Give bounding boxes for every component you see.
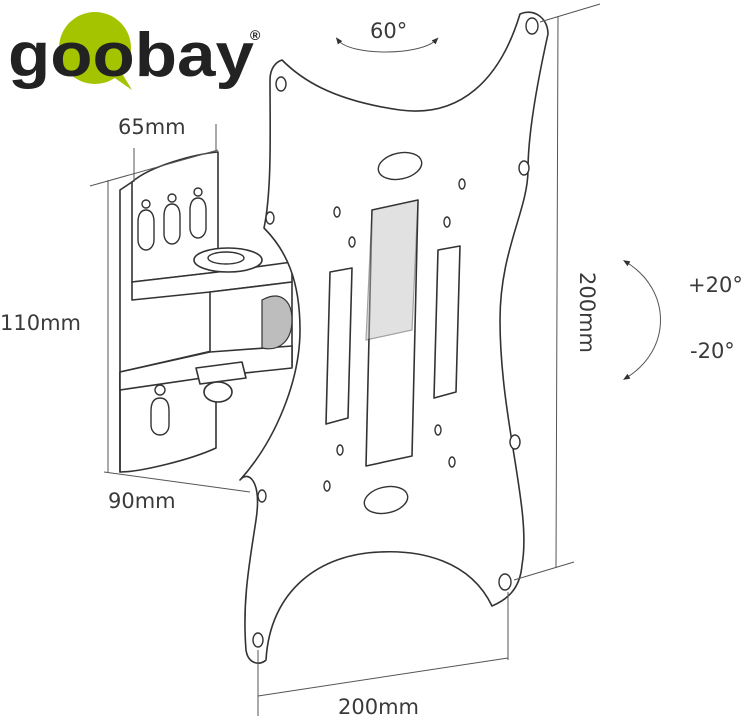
center-channel — [365, 199, 419, 467]
logo-registered-mark: ® — [250, 27, 261, 43]
plate-width-label: 200mm — [338, 695, 419, 719]
plate-height-label: 200mm — [575, 272, 599, 353]
tilt-up-label: +20° — [688, 273, 743, 297]
right-slot — [433, 245, 461, 399]
logo-bubble-tail — [112, 70, 132, 90]
tilt-arrow — [623, 260, 661, 380]
pivot-top-inner — [207, 251, 245, 265]
pivot-bolt — [195, 361, 247, 385]
center-channel-shade — [365, 199, 419, 341]
dimension-lines — [89, 3, 601, 716]
pivot-joint — [261, 295, 293, 350]
swivel-arrow — [335, 37, 439, 53]
upper-keyhole-slots — [137, 187, 207, 251]
bracket-width-label: 65mm — [118, 115, 186, 139]
dim-65-line — [89, 149, 219, 187]
tilt-down-label: -20° — [690, 339, 735, 363]
logo-bubble — [59, 12, 131, 84]
lower-keyhole-slot — [150, 384, 170, 436]
dim-200-v-ext-bottom — [513, 561, 575, 581]
oval-cutout-top — [377, 151, 423, 181]
dim-200-h-line — [257, 657, 509, 697]
logo-wordmark: goobay — [8, 21, 255, 90]
dim-200-v-line — [555, 15, 559, 569]
corner-hole-top-left — [275, 76, 287, 92]
left-slot — [325, 267, 353, 425]
tv-mounting-plate — [239, 11, 549, 664]
dim-90-line — [103, 471, 251, 493]
bracket-height-label: 110mm — [0, 311, 81, 335]
pivot-nut — [203, 381, 233, 403]
brand-logo: goobay ® — [8, 12, 261, 90]
rotation-arrows — [335, 37, 661, 380]
edge-hole-left-lower — [257, 489, 267, 503]
swivel-label: 60° — [370, 19, 407, 43]
corner-hole-bottom-left — [252, 632, 264, 648]
corner-hole-bottom-right — [498, 573, 512, 591]
edge-hole-right-upper — [518, 160, 530, 176]
wall-bracket — [119, 151, 293, 473]
edge-hole-right-lower — [509, 434, 521, 450]
small-mounting-holes — [323, 178, 466, 492]
bracket-depth-label: 90mm — [108, 489, 176, 513]
edge-hole-left-upper — [265, 211, 275, 225]
oval-cutout-bottom — [363, 485, 409, 515]
corner-hole-top-right — [525, 17, 539, 35]
dim-200-v-ext-top — [539, 3, 601, 23]
